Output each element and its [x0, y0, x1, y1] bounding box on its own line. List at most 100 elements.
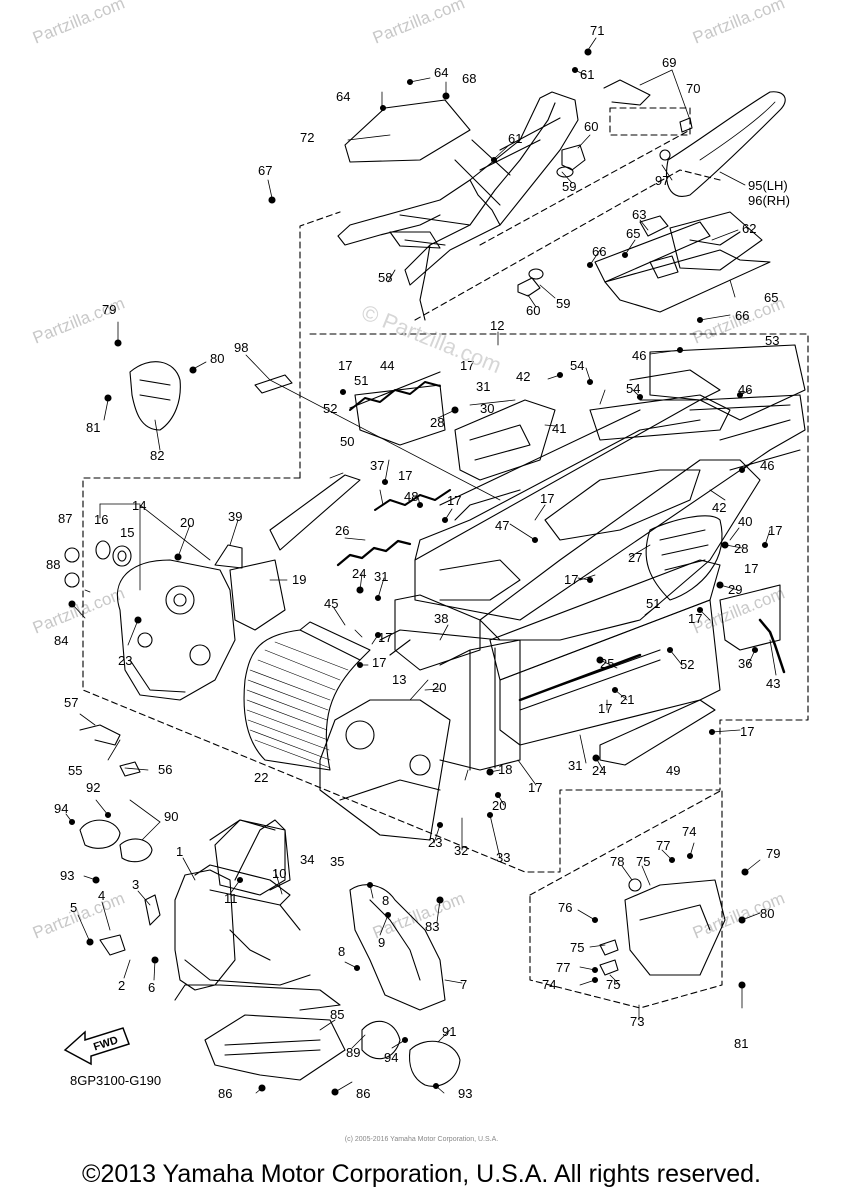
callout-49: 49: [666, 763, 680, 778]
callout-54: 54: [570, 358, 584, 373]
callout-16: 16: [94, 512, 108, 527]
callout-3: 3: [132, 877, 139, 892]
callout-32: 32: [454, 843, 468, 858]
callout-21: 21: [620, 692, 634, 707]
callout-29: 29: [728, 582, 742, 597]
group-box-lines: [82, 107, 809, 1009]
callout-80: 80: [760, 906, 774, 921]
brackets-59-60: [517, 144, 586, 297]
running-board-49: [599, 699, 716, 766]
callout-80: 80: [210, 351, 224, 366]
leader-lines: [65, 37, 777, 1094]
bracket-30-41: [454, 399, 556, 481]
bracket-3: [144, 894, 161, 926]
callout-76: 76: [558, 900, 572, 915]
callout-17: 17: [398, 468, 412, 483]
seal-16: [95, 540, 111, 560]
callout-23: 23: [428, 835, 442, 850]
callout-46: 46: [738, 382, 752, 397]
callout-28: 28: [734, 541, 748, 556]
callout-61: 61: [508, 131, 522, 146]
callout-47: 47: [495, 518, 509, 533]
callout-68: 68: [462, 71, 476, 86]
bracket-4: [99, 934, 126, 956]
callout-57: 57: [64, 695, 78, 710]
callout-64: 64: [434, 65, 448, 80]
callout-6: 6: [148, 980, 155, 995]
rear-panel-72: [344, 99, 471, 163]
bracket-55: [79, 724, 121, 746]
callout-72: 72: [300, 130, 314, 145]
callout-4: 4: [98, 888, 105, 903]
callout-17: 17: [540, 491, 554, 506]
callout-31: 31: [374, 569, 388, 584]
callout-82: 82: [150, 448, 164, 463]
callout-17: 17: [378, 630, 392, 645]
callout-70: 70: [686, 81, 700, 96]
diagram-code: 8GP3100-G190: [70, 1073, 162, 1088]
callout-95lh: 95(LH): [748, 178, 788, 193]
callout-94: 94: [54, 801, 68, 816]
callout-53: 53: [765, 333, 779, 348]
callout-1: 1: [176, 844, 183, 859]
callout-66: 66: [592, 244, 606, 259]
callout-12: 12: [490, 318, 504, 333]
callout-94: 94: [384, 1050, 398, 1065]
callout-39: 39: [228, 509, 242, 524]
callout-33: 33: [496, 850, 510, 865]
plates-62-65: [594, 211, 771, 313]
callout-60: 60: [584, 119, 598, 134]
callout-31: 31: [568, 758, 582, 773]
callout-59: 59: [556, 296, 570, 311]
callout-58: 58: [378, 270, 392, 285]
callout-64: 64: [336, 89, 350, 104]
bolts: [68, 48, 769, 1096]
rear-subframe: [337, 91, 579, 321]
label-98: [254, 374, 293, 394]
chaincase-14: [116, 544, 286, 701]
callout-86: 86: [218, 1086, 232, 1101]
callout-65: 65: [764, 290, 778, 305]
main-frame: [379, 344, 806, 771]
callout-50: 50: [340, 434, 354, 449]
callout-93: 93: [60, 868, 74, 883]
callout-63: 63: [632, 207, 646, 222]
callout-87: 87: [58, 511, 72, 526]
callout-67: 67: [258, 163, 272, 178]
callout-74: 74: [542, 977, 556, 992]
callout-42: 42: [516, 369, 530, 384]
callout-45: 45: [324, 596, 338, 611]
callout-9: 9: [378, 935, 385, 950]
callout-90: 90: [164, 809, 178, 824]
callout-20: 20: [180, 515, 194, 530]
rear-crossbars: [589, 369, 801, 471]
bearing-15: [112, 545, 132, 567]
bracket-37: [349, 371, 446, 446]
callout-71: 71: [590, 23, 604, 38]
callout-78: 78: [610, 854, 624, 869]
callout-52: 52: [680, 657, 694, 672]
callout-48: 48: [404, 489, 418, 504]
callout-11: 11: [224, 891, 238, 906]
callout-8: 8: [382, 893, 389, 908]
cover-82: [129, 361, 181, 431]
callout-17: 17: [528, 780, 542, 795]
callout-92: 92: [86, 780, 100, 795]
callout-96rh: 96(RH): [748, 193, 790, 208]
callout-79: 79: [102, 302, 116, 317]
callout-22: 22: [254, 770, 268, 785]
callout-7: 7: [460, 977, 467, 992]
callout-51: 51: [646, 596, 660, 611]
small-copyright: (c) 2005-2016 Yamaha Motor Corporation, …: [344, 1136, 499, 1143]
callout-38: 38: [434, 611, 448, 626]
copyright-footer: ©2013 Yamaha Motor Corporation, U.S.A. A…: [82, 1160, 761, 1188]
callout-65: 65: [626, 226, 640, 241]
callout-30: 30: [480, 401, 494, 416]
callout-75: 75: [636, 854, 650, 869]
callout-31: 31: [476, 379, 490, 394]
callout-labels: 71 64 64 68 61 69 70 72 61 60 59 97 95(L…: [46, 23, 790, 1101]
skid-plate-85: [204, 1014, 346, 1081]
callout-69: 69: [662, 55, 676, 70]
chain-48: [374, 489, 451, 511]
